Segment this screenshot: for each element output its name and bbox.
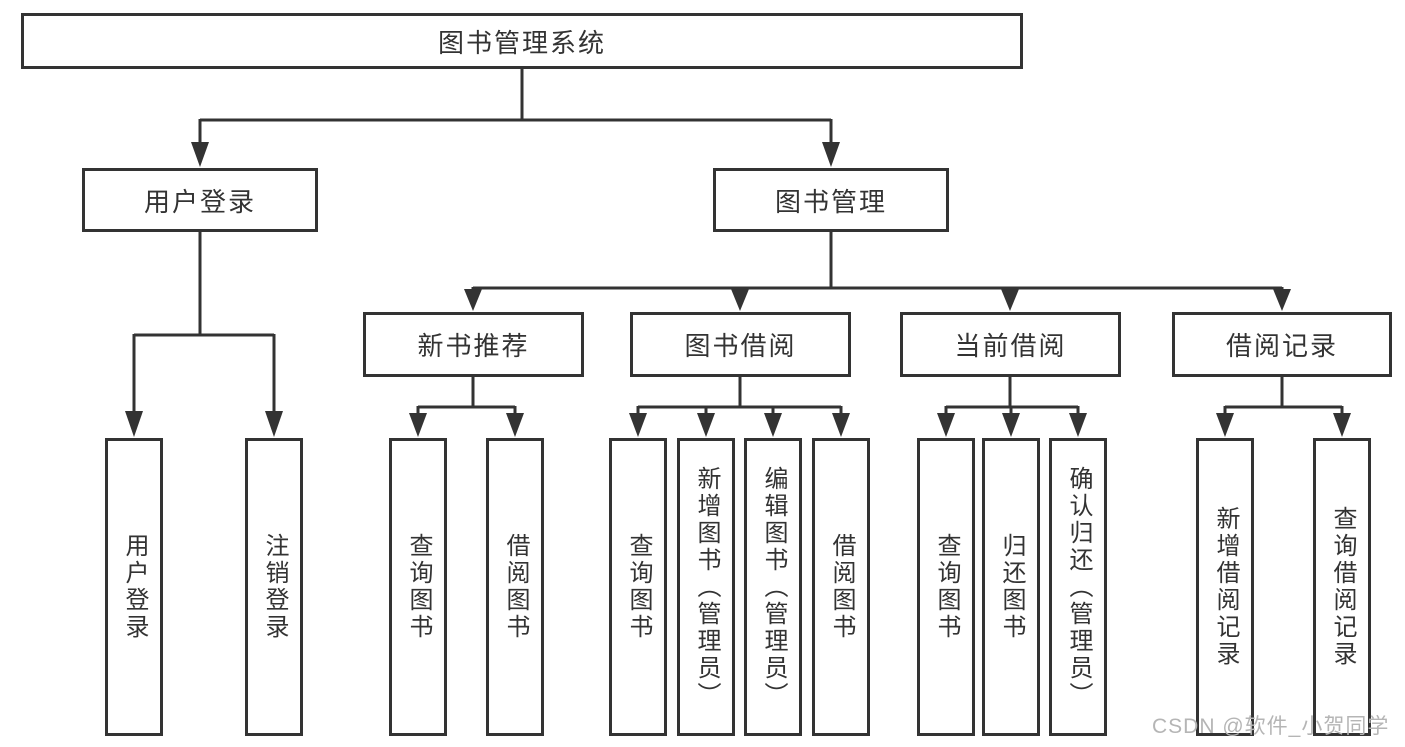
- node-borrow-records: 借阅记录: [1172, 312, 1392, 377]
- node-user-login: 用户登录: [82, 168, 318, 232]
- leaf-return-books: 归还图书: [982, 438, 1040, 736]
- leaf-user-login: 用户登录: [105, 438, 163, 736]
- leaf-add-borrow-record: 新增借阅记录: [1196, 438, 1254, 736]
- leaf-confirm-return-admin: 确认归还（管理员）: [1049, 438, 1107, 736]
- node-current-borrow: 当前借阅: [900, 312, 1121, 377]
- leaf-query-borrow-record: 查询借阅记录: [1313, 438, 1371, 736]
- node-book-management: 图书管理: [713, 168, 949, 232]
- node-book-borrow: 图书借阅: [630, 312, 851, 377]
- node-library-management-system: 图书管理系统: [21, 13, 1023, 69]
- leaf-query-books-current: 查询图书: [917, 438, 975, 736]
- node-new-book-recommend: 新书推荐: [363, 312, 584, 377]
- leaf-edit-books-admin: 编辑图书（管理员）: [744, 438, 802, 736]
- leaf-borrow-books: 借阅图书: [812, 438, 870, 736]
- leaf-logout: 注销登录: [245, 438, 303, 736]
- leaf-add-books-admin: 新增图书（管理员）: [677, 438, 735, 736]
- leaf-query-books-borrow: 查询图书: [609, 438, 667, 736]
- csdn-watermark: CSDN @软件_小贺同学: [1152, 715, 1390, 738]
- leaf-query-books-recommend: 查询图书: [389, 438, 447, 736]
- leaf-borrow-books-recommend: 借阅图书: [486, 438, 544, 736]
